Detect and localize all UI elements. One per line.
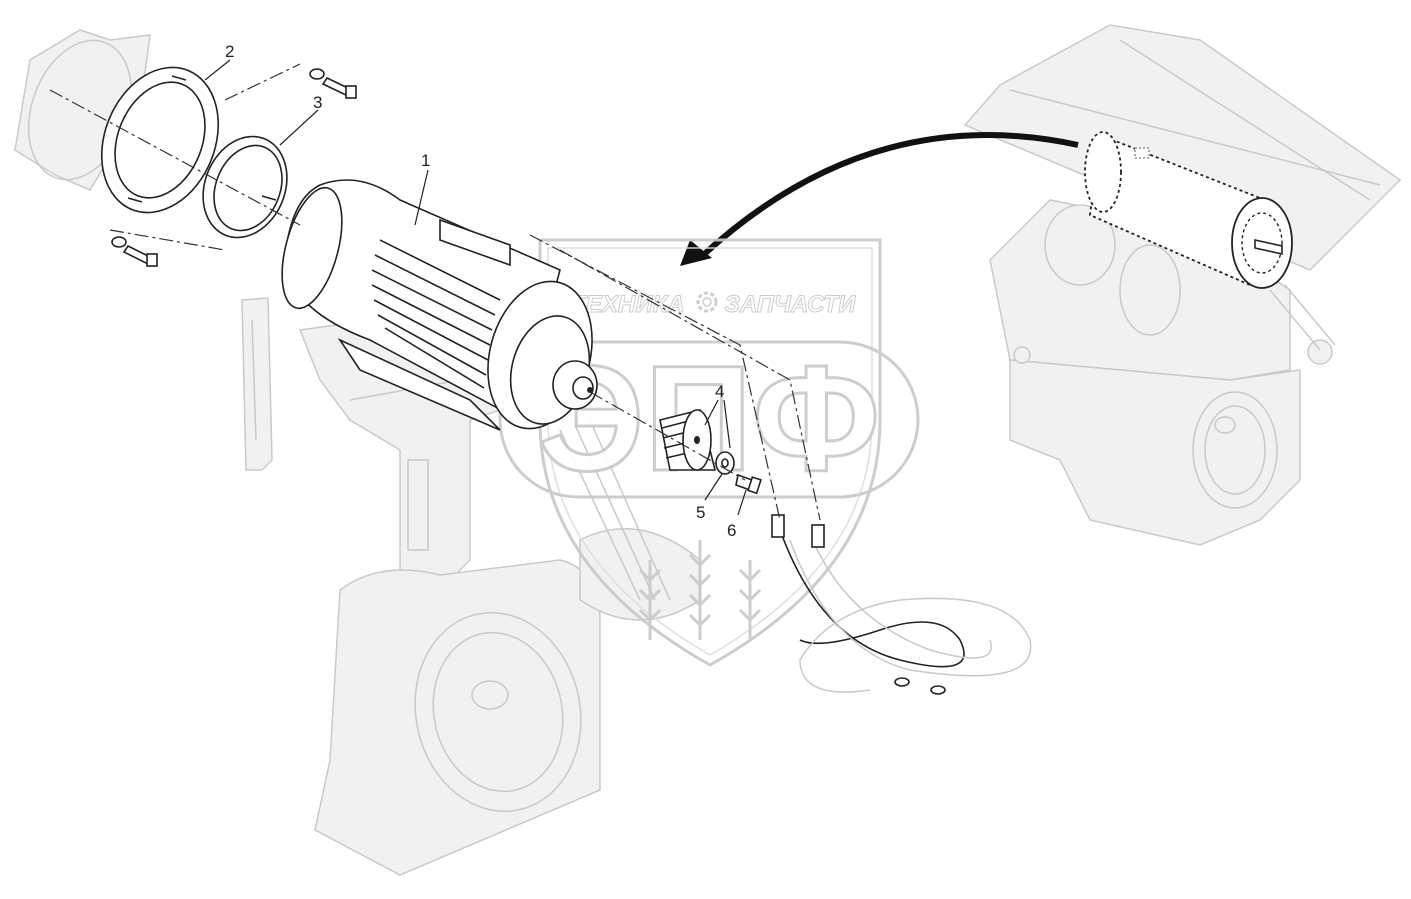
callout-4: 4 [704,382,731,449]
flange-screw-bottom [111,236,158,267]
callout-1: 1 [414,151,430,226]
watermark-brand-right: ЗАПЧАСТИ [725,291,857,318]
callout-label-3: 3 [313,93,322,112]
callout-5: 5 [696,473,723,522]
gear-icon [696,291,718,313]
part-1-electric-motor [281,179,598,431]
callout-6: 6 [727,489,747,540]
watermark-shield [538,238,882,667]
flange-screw-top [309,68,357,99]
callout-2: 2 [204,42,234,81]
callout-label-5: 5 [696,503,705,522]
part-6-bolt [735,473,762,495]
part-4-pulley [659,409,717,471]
motor-location-highlight [1089,133,1267,287]
curved-arrow-icon [680,132,1079,266]
callout-label-4: 4 [715,382,724,401]
callout-label-6: 6 [727,521,736,540]
part-2-flange-ring [100,66,220,214]
part-5-washer [715,451,735,475]
part-3-seal-ring [202,135,288,239]
callout-label-1: 1 [421,151,430,170]
watermark-brand-left: ТЕХНИКА [571,291,684,318]
callout-3: 3 [279,93,322,146]
overview-housing-ghost [963,24,1402,546]
motor-cables [771,514,1032,695]
callout-label-2: 2 [225,42,234,61]
